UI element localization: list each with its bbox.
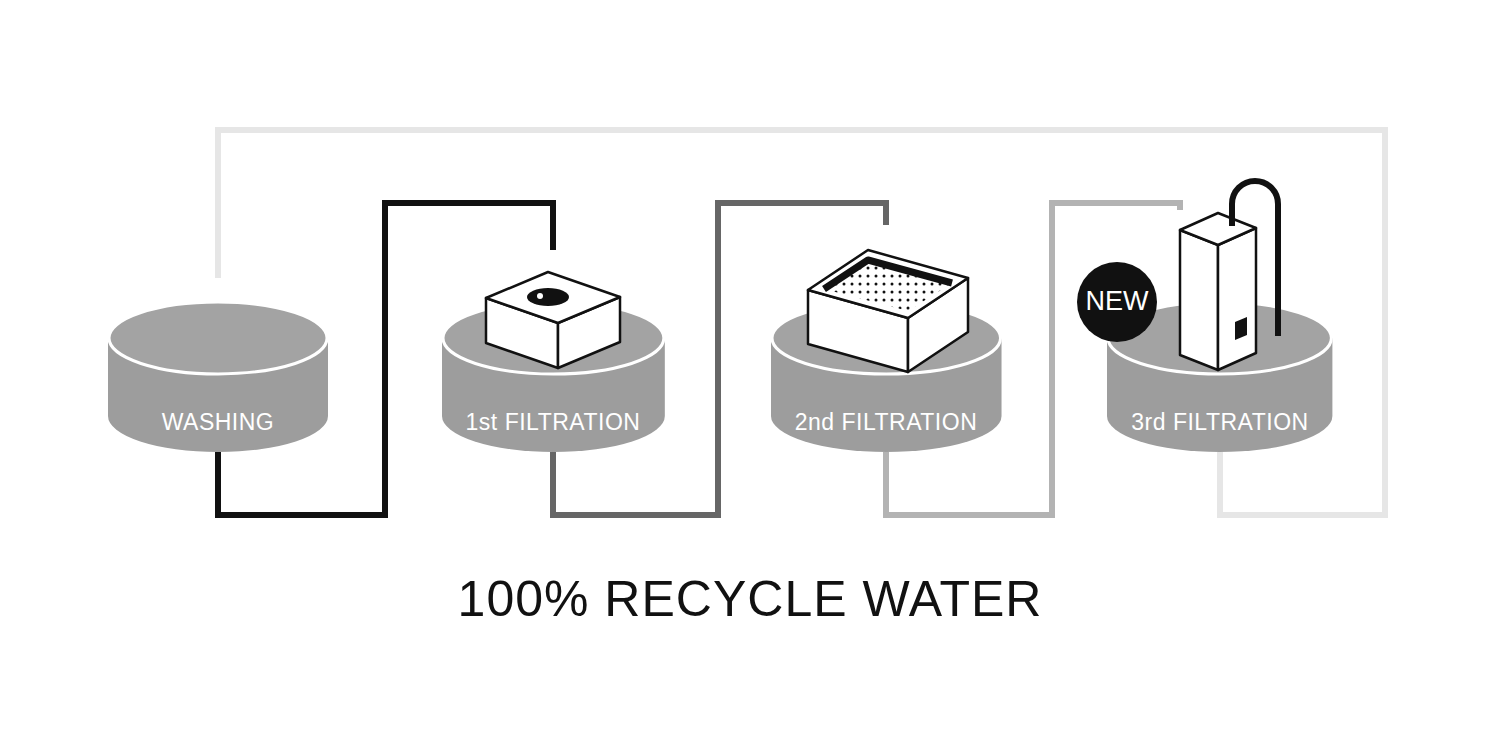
water-pipe <box>218 130 1385 515</box>
caption-band: 100% RECYCLE WATER <box>0 570 1500 628</box>
disc-top <box>772 302 1001 374</box>
filter-column-icon <box>1180 181 1278 370</box>
stage-label: 1st FILTRATION <box>442 409 665 435</box>
disc-top <box>443 302 664 374</box>
stage-label: 3rd FILTRATION <box>1107 409 1332 435</box>
caption-text: 100% RECYCLE WATER <box>458 570 1043 628</box>
process-disc: 2nd FILTRATION <box>771 225 1002 452</box>
process-disc: WASHING <box>108 278 328 452</box>
badge-label: NEW <box>1077 287 1157 317</box>
stage-label: 2nd FILTRATION <box>771 409 1002 435</box>
new-badge: NEW <box>1077 262 1157 342</box>
filter-box-icon <box>486 272 620 368</box>
stage-label: WASHING <box>108 409 328 435</box>
filter-tray-icon <box>808 250 968 372</box>
disc-top <box>109 302 327 374</box>
process-disc: 1st FILTRATION <box>442 250 665 452</box>
badge-fill <box>1077 262 1157 342</box>
